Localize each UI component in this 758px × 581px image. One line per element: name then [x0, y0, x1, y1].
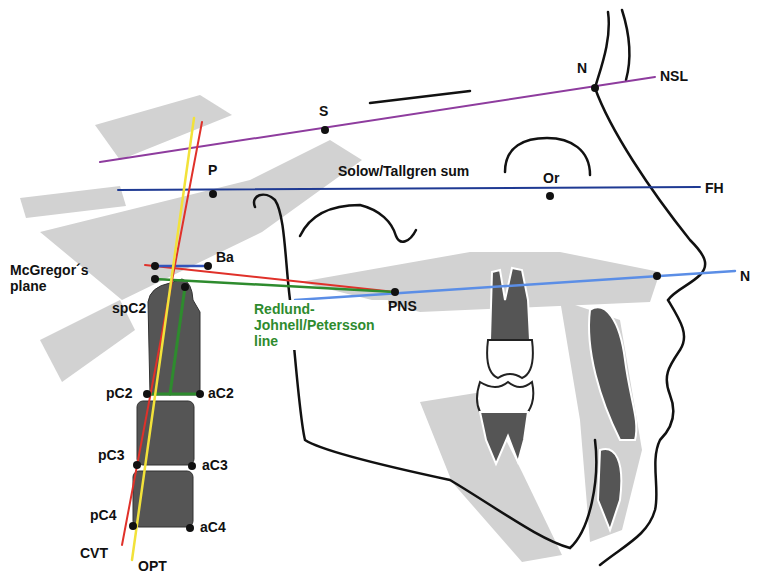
occipital-shadow	[95, 95, 232, 160]
nsl-line	[100, 77, 655, 162]
forehead-line	[622, 10, 629, 80]
c4-vertebra	[133, 471, 193, 527]
landmark-label: N	[740, 268, 750, 284]
upper-incisor	[589, 307, 636, 440]
landmark-dot	[204, 262, 212, 270]
landmark-label: aC3	[202, 457, 228, 473]
lower-incisor	[598, 449, 621, 530]
measure-label: Solow/Tallgren sum	[338, 163, 469, 179]
landmark-label: N	[577, 60, 587, 76]
landmark-label: aC4	[200, 519, 226, 535]
redlund-line	[155, 279, 395, 292]
cranial-base-line	[370, 91, 470, 103]
landmark-label: pC4	[90, 507, 116, 523]
landmark-label: aC2	[208, 385, 234, 401]
skull-shadow	[20, 95, 660, 562]
chin-shadow	[560, 300, 642, 542]
landmark-dot	[591, 84, 599, 92]
landmark-label: pC2	[106, 385, 132, 401]
landmark-label: S	[319, 103, 328, 119]
landmark-label: PNS	[388, 298, 417, 314]
line-label: CVT	[80, 545, 108, 561]
basion-line	[155, 265, 208, 268]
landmark-dot	[151, 262, 159, 270]
c2-height-line	[170, 287, 185, 394]
mastoid-shadow	[20, 186, 126, 218]
upper-molar-root	[490, 268, 530, 340]
landmark-label: pC3	[98, 447, 124, 463]
c2-vertebra	[148, 279, 200, 395]
palatal-line	[295, 271, 735, 300]
landmark-dot	[546, 192, 554, 200]
landmark-label: P	[208, 162, 217, 178]
orbit-contour	[505, 138, 590, 175]
fh-line	[118, 187, 700, 190]
landmark-dot	[133, 461, 141, 469]
landmark-dot	[129, 522, 137, 530]
landmarks	[129, 84, 661, 532]
reference-lines	[100, 77, 735, 560]
landmark-label: spC2	[112, 300, 146, 316]
soft-tissue-profile	[595, 12, 705, 565]
landmark-dot	[188, 462, 196, 470]
mandible-outline	[254, 195, 596, 548]
landmark-label: Or	[543, 170, 559, 186]
line-label: OPT	[138, 558, 167, 574]
opt-line	[132, 118, 194, 560]
lower-molar-crown	[477, 382, 533, 412]
line-label: Redlund-Johnell/Petersson line	[252, 300, 388, 350]
landmark-dot	[209, 190, 217, 198]
landmark-dot	[196, 390, 204, 398]
landmark-dot	[653, 272, 661, 280]
landmark-dot	[143, 390, 151, 398]
line-label: McGregor´s plane	[10, 262, 110, 294]
line-label: NSL	[660, 68, 688, 84]
upper-molar-crown	[487, 340, 533, 378]
landmark-dot	[391, 288, 399, 296]
teeth	[477, 268, 636, 530]
cvt-line	[122, 122, 202, 545]
coronoid-outline	[300, 205, 416, 242]
mcgregor-line	[145, 265, 395, 292]
landmark-dot	[321, 126, 329, 134]
landmark-dot	[186, 524, 194, 532]
line-label: FH	[705, 180, 724, 196]
lower-molar-root	[480, 412, 528, 464]
landmark-dot	[151, 275, 159, 283]
landmark-dot	[181, 283, 189, 291]
landmark-label: Ba	[216, 249, 234, 265]
